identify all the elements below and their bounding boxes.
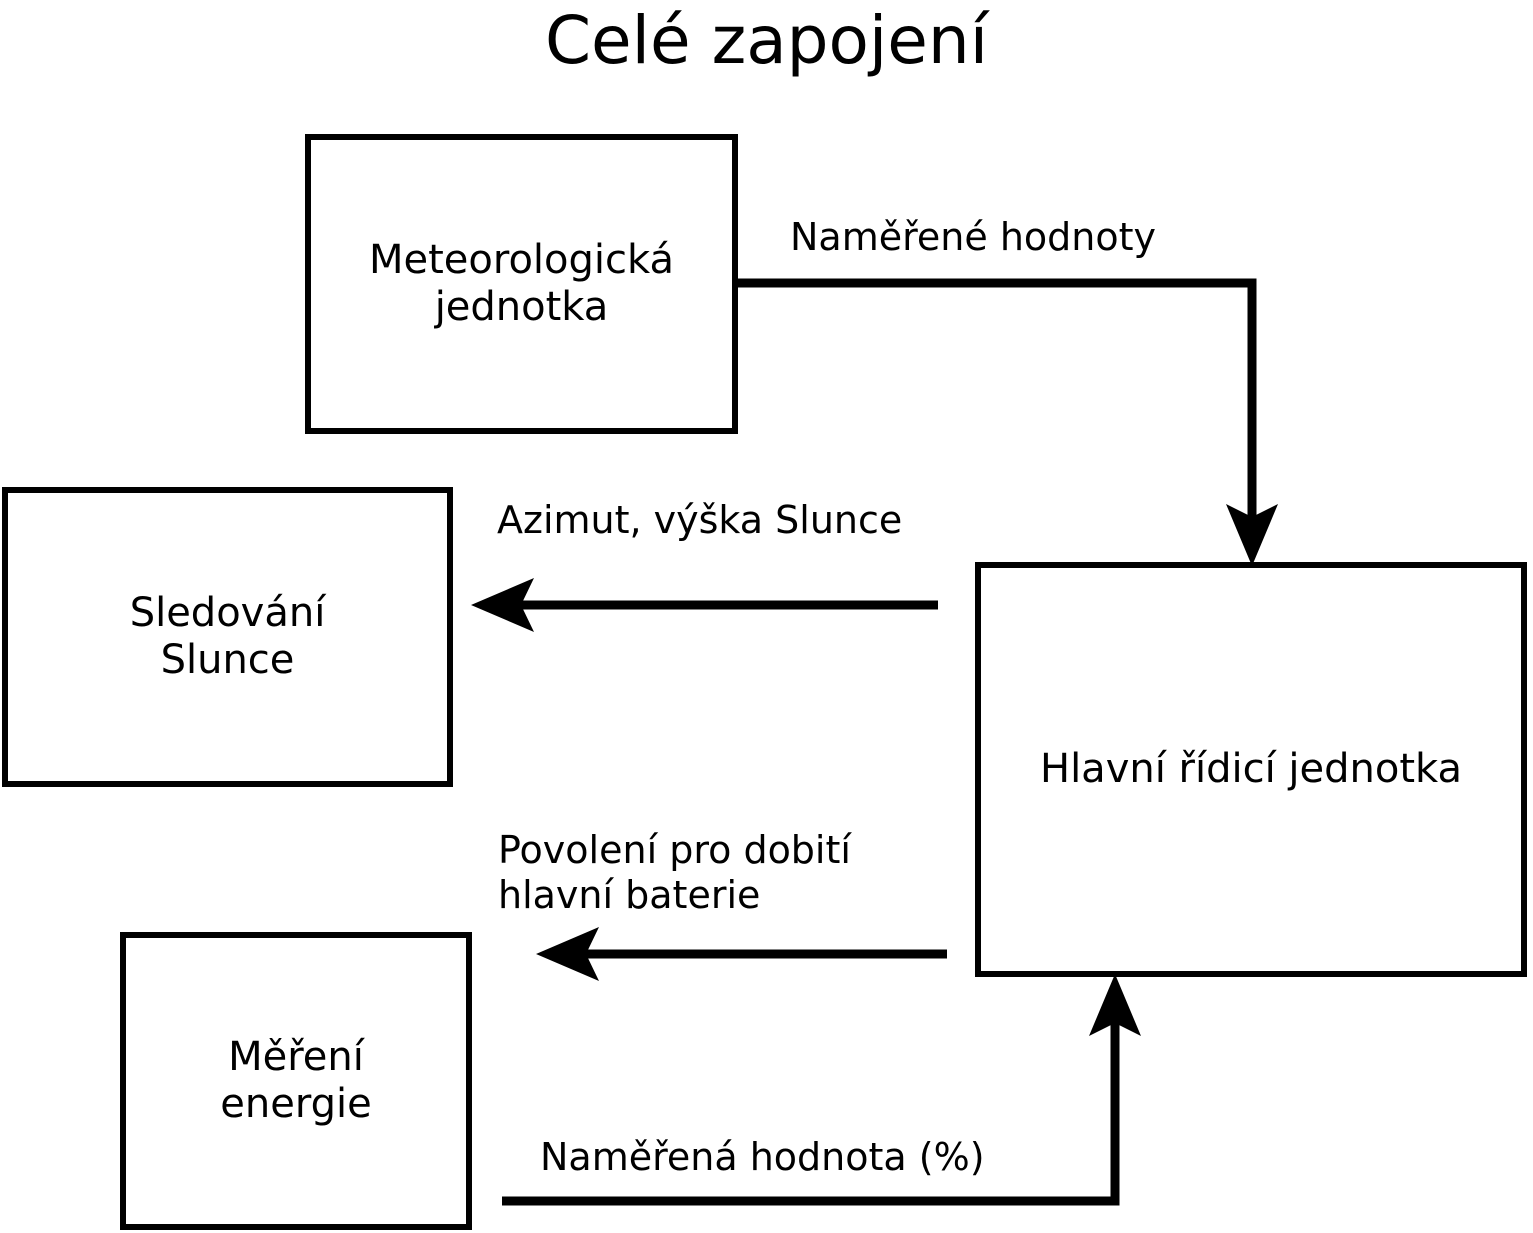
- edge-label-azimuth: Azimut, výška Slunce: [497, 498, 903, 542]
- connector-measured-values: [735, 278, 1278, 566]
- node-main-control-unit-label: Hlavní řídicí jednotka: [1039, 745, 1463, 792]
- connector-charge-permission: [536, 927, 947, 981]
- edge-label-measured-percent: Naměřená hodnota (%): [540, 1135, 985, 1179]
- connector-measured-percent: [502, 974, 1141, 1206]
- connector-azimuth: [471, 578, 938, 632]
- page-title: Celé zapojení: [544, 2, 989, 79]
- edge-label-measured-values: Naměřené hodnoty: [790, 215, 1156, 259]
- node-main-control-unit[interactable]: Hlavní řídicí jednotka: [975, 562, 1527, 977]
